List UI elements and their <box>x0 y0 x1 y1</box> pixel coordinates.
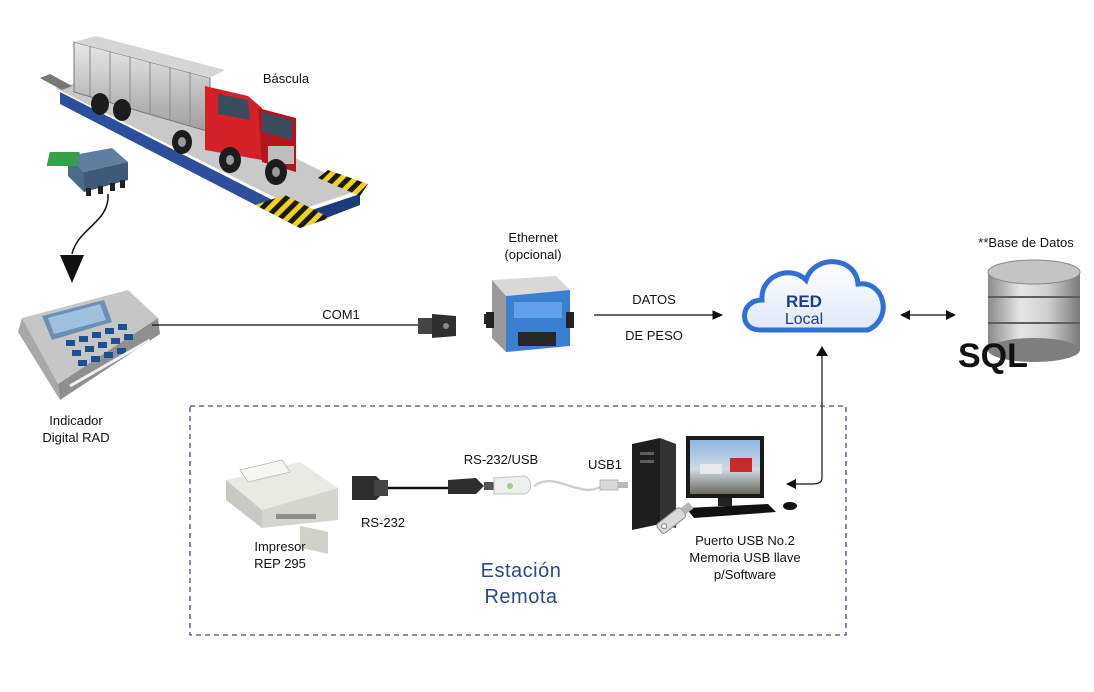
impresor-label-line1: Impresor <box>254 539 306 554</box>
junction-box-illustration <box>46 148 128 196</box>
indicador-label: Indicador Digital RAD <box>24 412 128 446</box>
truck-scale-illustration <box>40 36 368 228</box>
de-peso-label: DE PESO <box>625 328 683 343</box>
indicador-label-line2: Digital RAD <box>42 430 110 445</box>
puerto-label-line2: Memoria USB llave <box>689 550 801 565</box>
estacion-label-line2: Remota <box>484 586 558 608</box>
junction-to-indicator-arrow <box>71 193 109 255</box>
usb-adapter-illustration <box>493 475 628 495</box>
rs232-label: RS-232 <box>360 515 406 530</box>
impresor-label: Impresor REP 295 <box>230 538 330 572</box>
cloud-pc-arrow <box>786 346 828 489</box>
local-label: Local <box>784 311 824 328</box>
remote-station-boundary <box>189 405 847 636</box>
sql-label: SQL <box>958 337 1028 375</box>
rs232-cable <box>352 476 494 500</box>
rs232-usb-label: RS-232/USB <box>463 452 539 467</box>
puerto-usb-label: Puerto USB No.2 Memoria USB llave p/Soft… <box>672 532 818 583</box>
estacion-label-line1: Estación <box>480 560 562 582</box>
printer-illustration <box>226 459 338 554</box>
database-icon <box>987 259 1081 362</box>
red-label: RED <box>786 292 822 311</box>
cloud-icon <box>742 259 886 333</box>
cloud-db-arrow <box>900 310 956 320</box>
cloud-label: RED Local <box>770 293 838 329</box>
db9-connector-icon <box>418 314 456 338</box>
puerto-label-line1: Puerto USB No.2 <box>695 533 795 548</box>
usb1-label: USB1 <box>588 457 622 472</box>
arrow-head-down <box>60 255 84 283</box>
ethernet-device-illustration <box>484 276 574 352</box>
ethernet-label: Ethernet (opcional) <box>478 229 588 263</box>
puerto-label-line3: p/Software <box>713 567 777 582</box>
base-de-datos-label: **Base de Datos <box>978 235 1074 250</box>
pc-illustration <box>632 436 797 534</box>
estacion-remota-label: Estación Remota <box>466 558 576 610</box>
indicador-label-line1: Indicador <box>49 413 103 428</box>
ethernet-label-line1: Ethernet <box>508 230 558 245</box>
impresor-label-line2: REP 295 <box>254 556 306 571</box>
com1-label: COM1 <box>322 307 360 322</box>
indicator-illustration <box>18 290 160 400</box>
ethernet-label-line2: (opcional) <box>504 247 562 262</box>
bascula-label: Báscula <box>262 71 310 86</box>
datos-label: DATOS <box>632 292 676 307</box>
